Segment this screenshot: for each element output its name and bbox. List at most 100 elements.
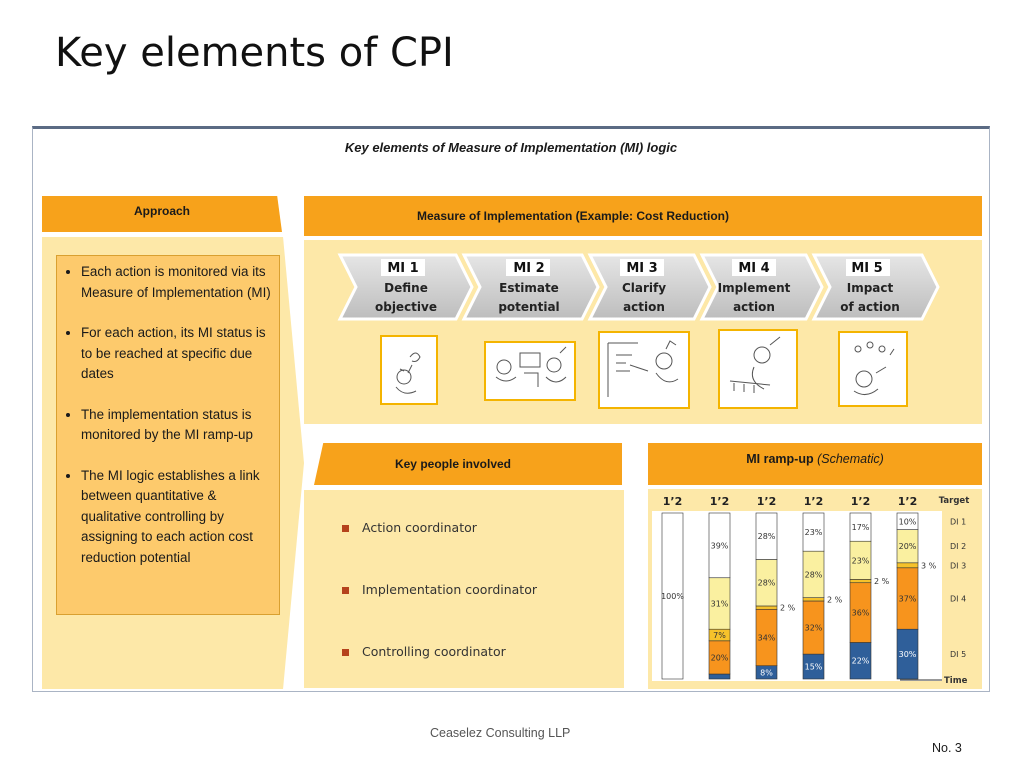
rampup-header: MI ramp-up (Schematic): [648, 443, 982, 485]
frame-title: Key elements of Measure of Implementatio…: [344, 140, 678, 155]
mi-step-label: potential: [498, 300, 559, 314]
people-item: Implementation coordinator: [342, 582, 624, 644]
chart-level-label: DI 4: [950, 594, 966, 603]
chart-bar-segment: [802, 512, 825, 552]
chart-bar-segment: [661, 512, 684, 680]
chart-category-label: 1’2: [804, 495, 824, 508]
footer-company: Ceaselez Consulting LLP: [430, 726, 571, 740]
chart-data-label: 20%: [899, 542, 917, 551]
chart-data-label: 2 %: [827, 595, 843, 604]
chart-data-label: 100%: [661, 592, 684, 601]
chart-bar-segment: [755, 605, 778, 610]
bullet-square-icon: [342, 525, 349, 532]
chart-bar-segment: [708, 512, 731, 579]
bullet-square-icon: [342, 649, 349, 656]
mi-step-num: MI 5: [851, 261, 882, 276]
people-item: Action coordinator: [342, 520, 624, 582]
people-panel: Action coordinator Implementation coordi…: [304, 490, 624, 688]
mi-step-2: MI 2 Estimate potential: [461, 253, 600, 321]
chart-data-label: 28%: [758, 579, 776, 588]
chart-bar-segment: [896, 512, 919, 530]
mi-step-label: of action: [840, 300, 900, 314]
mi-step-num: MI 4: [738, 261, 769, 276]
chart-data-label: 22%: [852, 657, 870, 666]
mi-step-label: Define: [384, 281, 428, 295]
content-frame: [32, 126, 990, 692]
approach-bullet: Each action is monitored via its Measure…: [81, 262, 271, 303]
chart-category-label: 1’2: [757, 495, 777, 508]
chart-data-label: 17%: [852, 523, 870, 532]
chart-category-label: 1’2: [710, 495, 730, 508]
chart-data-label: 23%: [852, 556, 870, 565]
chart-data-label: 31%: [711, 599, 729, 608]
chart-data-label: 20%: [711, 653, 729, 662]
approach-bullet: The MI logic establishes a link between …: [81, 466, 271, 569]
chart-level-label: DI 5: [950, 650, 966, 659]
chart-level-label: DI 1: [950, 517, 966, 526]
people-header: Key people involved: [314, 443, 622, 485]
people-header-label: Key people involved: [394, 457, 512, 471]
chart-data-label: 3 %: [921, 561, 937, 570]
chart-category-label: 1’2: [663, 495, 683, 508]
chart-data-label: 7%: [713, 631, 726, 640]
chart-time-label: Time: [944, 676, 968, 686]
approach-box: Each action is monitored via its Measure…: [56, 255, 280, 615]
chart-data-label: 15%: [805, 663, 823, 672]
people-item-label: Action coordinator: [362, 520, 477, 535]
mi-step-label: objective: [375, 300, 437, 314]
mi-step-label: Implement: [718, 281, 791, 295]
mi-step-4: MI 4 Implement action: [699, 253, 824, 321]
rampup-header-note: (Schematic): [817, 452, 884, 466]
mi-step-num: MI 1: [387, 261, 418, 276]
chart-category-label: 1’2: [898, 495, 918, 508]
mi-header-label: Measure of Implementation (Example: Cost…: [416, 209, 730, 223]
sketch-define-objective: [380, 335, 438, 405]
approach-bullet: The implementation status is monitored b…: [81, 405, 271, 446]
people-item-label: Implementation coordinator: [362, 582, 537, 597]
mi-step-1: MI 1 Define objective: [337, 253, 474, 321]
sketch-implement-action: [718, 329, 798, 409]
people-item-label: Controlling coordinator: [362, 644, 506, 659]
mi-step-label: Clarify: [622, 281, 666, 295]
page-number: No. 3: [932, 741, 962, 755]
chart-data-label: 2 %: [780, 604, 796, 613]
approach-header: Approach: [42, 196, 282, 232]
sketch-estimate-potential: [484, 341, 576, 401]
chart-data-label: 32%: [805, 624, 823, 633]
mi-step-num: MI 3: [626, 261, 657, 276]
chart-data-label: 28%: [758, 532, 776, 541]
chart-data-label: 34%: [758, 634, 776, 643]
chart-data-label: 28%: [805, 570, 823, 579]
chart-data-label: 39%: [711, 541, 729, 550]
chart-data-label: 30%: [899, 650, 917, 659]
mi-step-3: MI 3 Clarify action: [587, 253, 712, 321]
chart-data-label: 37%: [899, 594, 917, 603]
mi-step-label: Impact: [847, 281, 894, 295]
chart-level-label: DI 2: [950, 542, 966, 551]
bullet-square-icon: [342, 587, 349, 594]
chart-bar-segment: [896, 562, 919, 569]
sketch-clarify-action: [598, 331, 690, 409]
chart-target-label: Target: [939, 496, 970, 506]
chart-data-label: 36%: [852, 609, 870, 618]
sketch-impact-of-action: [838, 331, 908, 407]
mi-chevron-strip: MI 1 Define objective MI 2 Estimate pote…: [337, 253, 940, 321]
chart-bar-segment: [849, 512, 872, 542]
approach-header-label: Approach: [134, 204, 191, 218]
chart-data-label: 2 %: [874, 577, 890, 586]
mi-step-label: action: [733, 300, 775, 314]
chart-bar-segment: [849, 579, 872, 584]
page-title: Key elements of CPI: [55, 30, 454, 76]
chart-data-label: 23%: [805, 528, 823, 537]
chart-bar-segment: [802, 597, 825, 602]
mi-step-label: Estimate: [499, 281, 559, 295]
chart-bar-segment: [708, 673, 731, 680]
chart-data-label: 10%: [899, 517, 917, 526]
mi-header: Measure of Implementation (Example: Cost…: [304, 196, 982, 236]
chart-data-label: 3 %: [733, 673, 749, 682]
approach-bullet: For each action, its MI status is to be …: [81, 323, 271, 385]
mi-step-5: MI 5 Impact of action: [811, 253, 940, 321]
mi-step-num: MI 2: [513, 261, 544, 276]
rampup-header-label: MI ramp-up: [746, 452, 814, 466]
